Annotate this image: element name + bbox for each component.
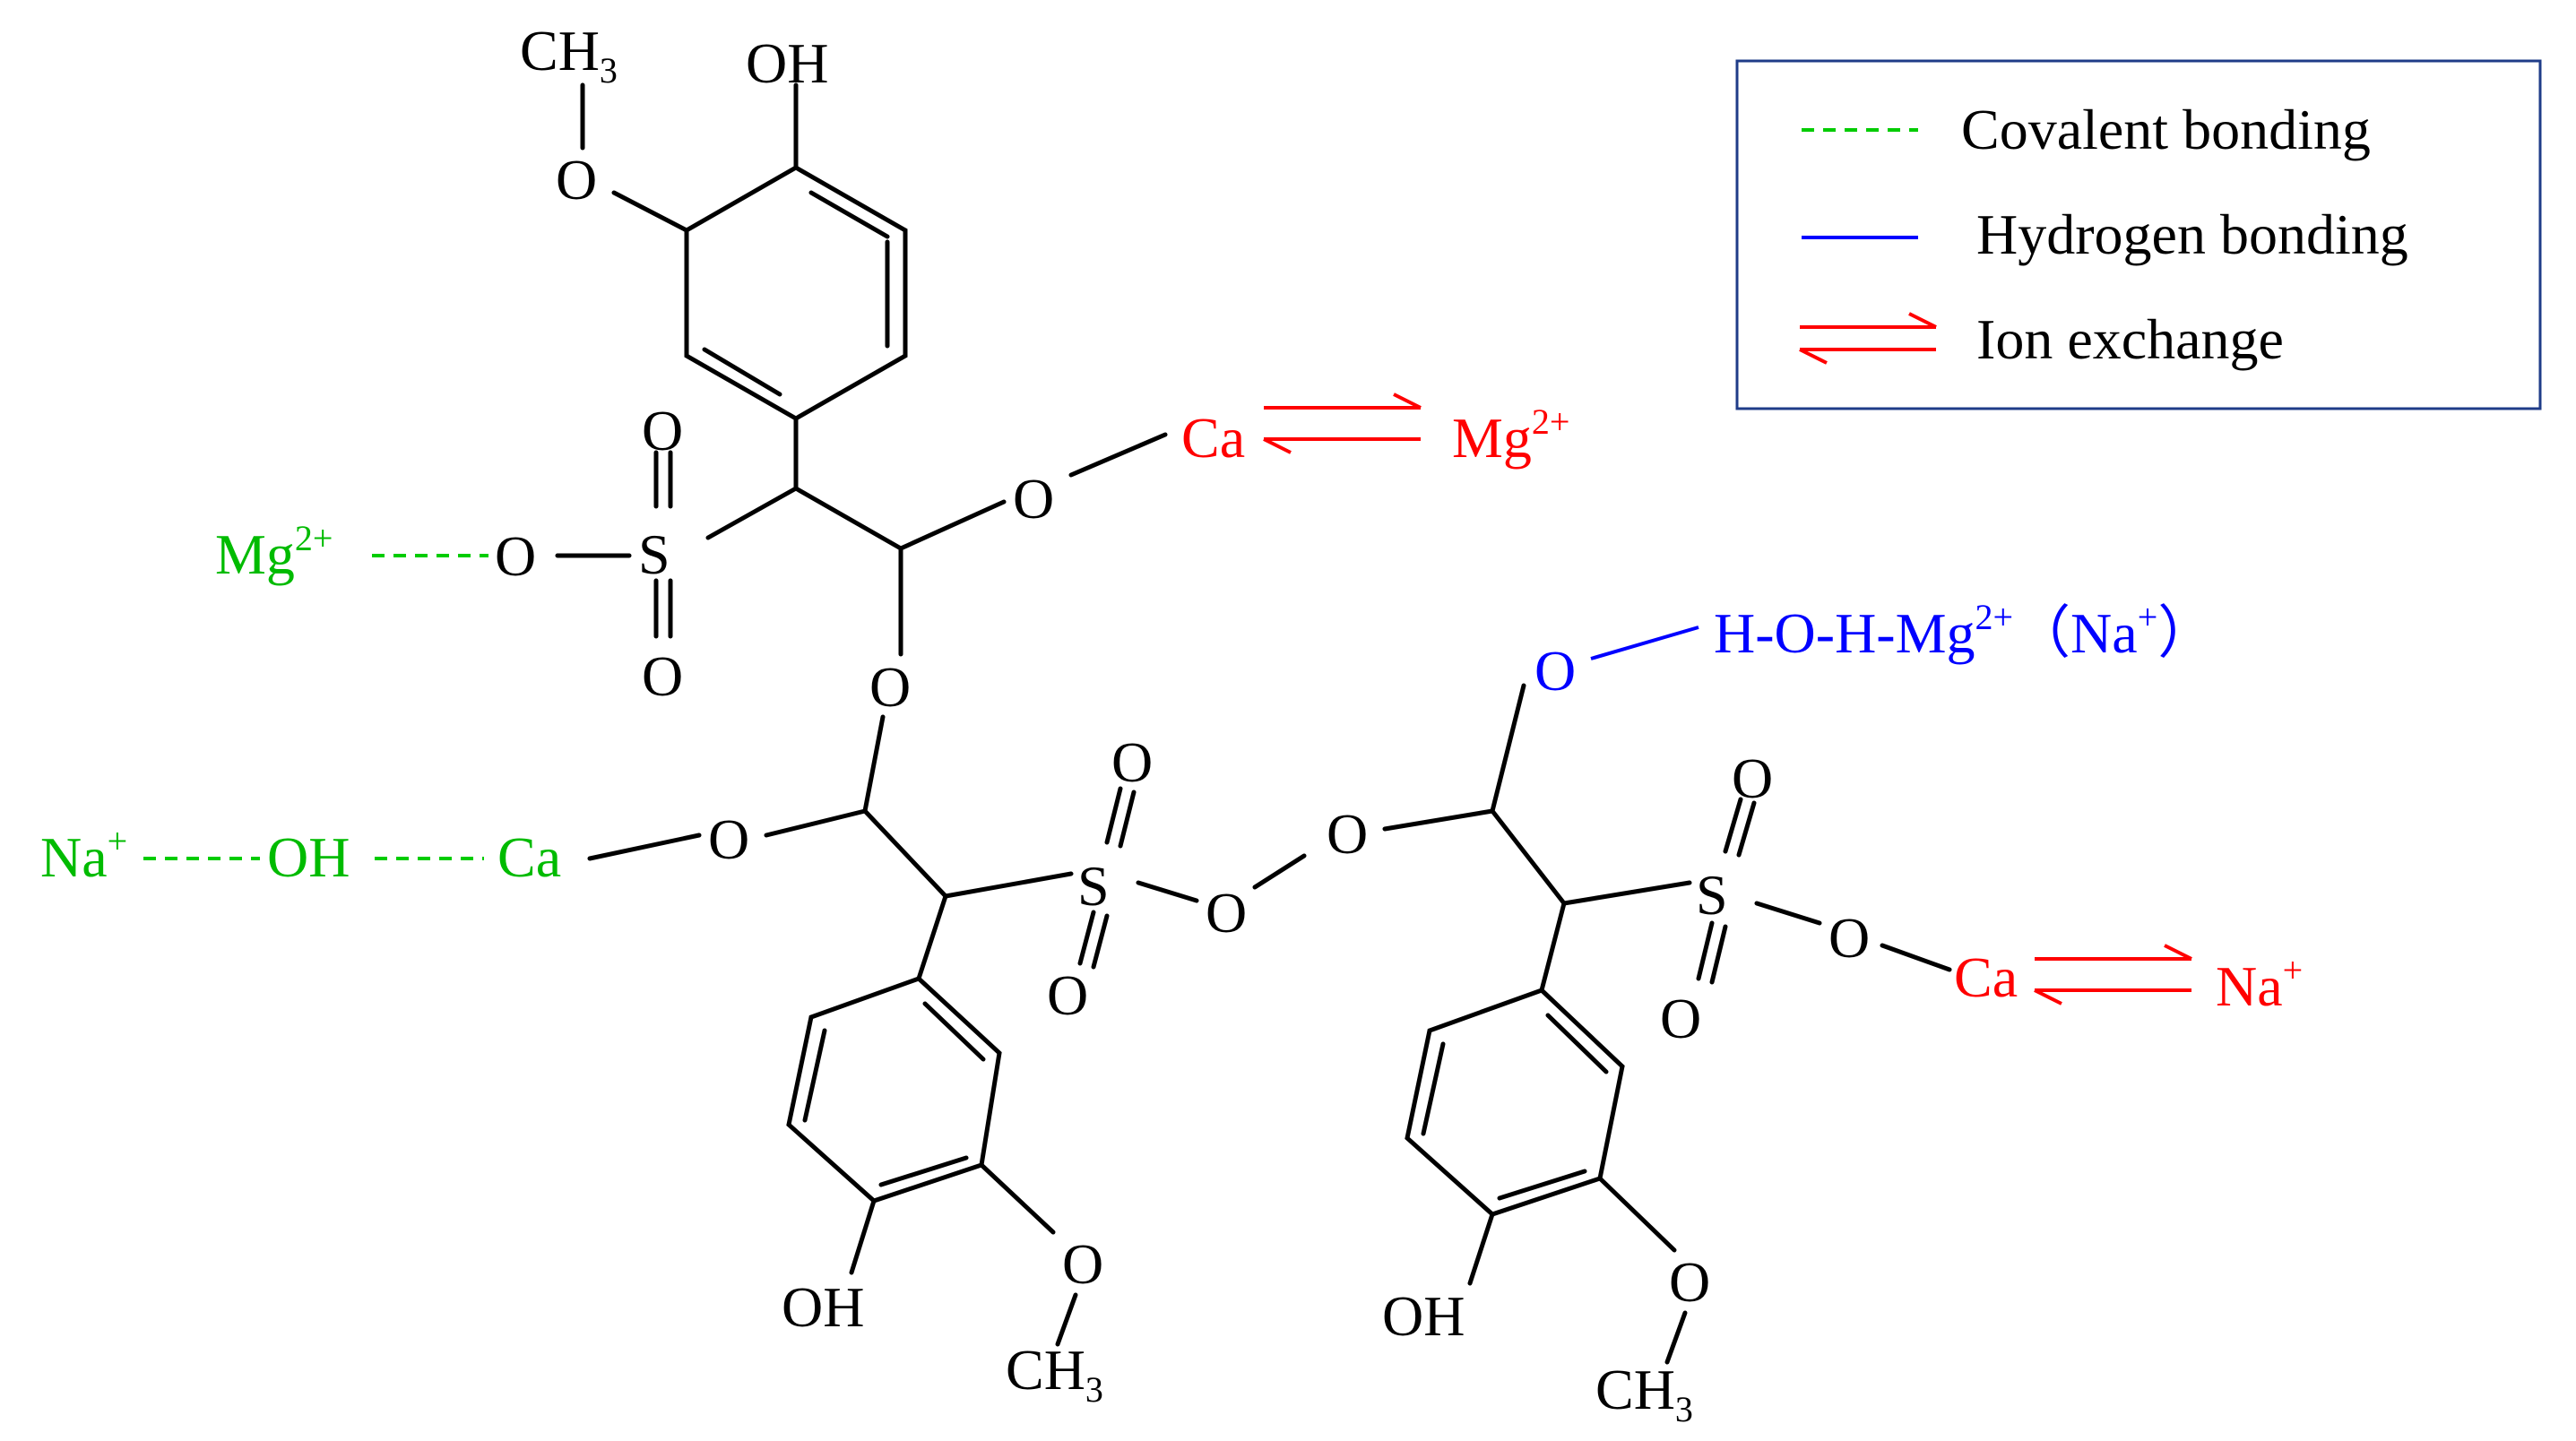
hydrated-mg-label: H-O-H-Mg2+（Na+）	[1714, 597, 2215, 665]
na-green: Na+	[40, 821, 127, 889]
bridge-bond-bottom	[862, 714, 886, 814]
na-right-red: Na+	[2216, 950, 2303, 1018]
ion-exchange-arrow-right	[2034, 944, 2192, 1005]
sulfur-1: S	[638, 522, 670, 586]
ca-right: Ca	[1954, 945, 2018, 1009]
o-to-ca-top: O	[1013, 467, 1054, 531]
s3-oxygen-right: O	[1828, 906, 1870, 970]
o-ca-bond-top	[1068, 432, 1168, 478]
to-ring3-bond	[1539, 901, 1567, 993]
ring2-oh: OH	[782, 1275, 864, 1339]
chain-to-o-ca-bond	[898, 499, 1007, 551]
top-methoxy-bond	[611, 190, 689, 233]
bottom-left-aromatic-ring	[786, 976, 1002, 1204]
top-methoxy-o: O	[556, 148, 597, 211]
s3-oxygen-bottom: O	[1660, 987, 1701, 1050]
peroxide-bond	[1252, 853, 1307, 890]
o-blue: O	[1534, 639, 1576, 703]
ring2-oh-bond	[849, 1198, 877, 1275]
ca-green: Ca	[497, 825, 561, 889]
right-chain-bond	[1490, 808, 1567, 906]
peroxide-to-carbon-bond	[1382, 808, 1495, 832]
ring2-methoxy-bond	[979, 1162, 1056, 1235]
top-aromatic-ring	[684, 165, 908, 421]
o-ca-green-bond	[587, 833, 702, 861]
ion-exchange-arrow-top	[1263, 393, 1422, 454]
ring3-oh-bond	[1467, 1212, 1495, 1286]
s1-oxygen-bottom: O	[642, 644, 683, 708]
to-ring2-bond	[916, 893, 948, 981]
ring3-methyl-bond	[1664, 1310, 1688, 1365]
peroxide-o1: O	[1206, 881, 1247, 945]
ca-top: Ca	[1181, 406, 1245, 470]
to-s3-bond	[1561, 880, 1692, 906]
top-oh-label: OH	[746, 31, 828, 95]
peroxide-o2: O	[1327, 802, 1368, 866]
top-methyl: CH3	[520, 19, 618, 91]
ring3-methyl: CH3	[1595, 1358, 1693, 1429]
mid-chain-bond	[862, 808, 948, 899]
ring3-oh: OH	[1382, 1284, 1465, 1348]
legend-hydrogen-label: Hydrogen bonding	[1976, 203, 2408, 266]
chain-bond-a	[793, 486, 903, 551]
legend-covalent-label: Covalent bonding	[1961, 98, 2371, 161]
sulfur-3: S	[1696, 863, 1728, 927]
mid-to-o-left-bond	[764, 808, 868, 838]
s3-to-o-bond	[1754, 901, 1822, 926]
mg-top-red: Mg2+	[1452, 401, 1569, 470]
s1-oxygen-top: O	[642, 399, 683, 462]
o-left-mid: O	[708, 807, 749, 871]
bridge-oxygen: O	[869, 655, 911, 719]
o-ca-bond-right	[1880, 943, 1952, 972]
oh-green: OH	[267, 825, 350, 889]
mg-ion-green: Mg2+	[215, 518, 333, 586]
bottom-right-aromatic-ring	[1405, 988, 1625, 1217]
s1-oxygen-left: O	[495, 524, 536, 588]
sulfur-2: S	[1077, 854, 1110, 918]
to-o-blue-bond	[1490, 683, 1526, 814]
legend-ion-swatch	[1799, 312, 1937, 365]
ring3-methoxy-bond	[1597, 1176, 1677, 1253]
legend-ion-label: Ion exchange	[1976, 307, 2284, 371]
ring2-methoxy-o: O	[1062, 1232, 1103, 1296]
s2-oxygen-top: O	[1111, 730, 1153, 794]
legend: Covalent bonding Hydrogen bonding Ion ex…	[1735, 59, 2542, 410]
s2-oxygen-bottom: O	[1047, 963, 1088, 1027]
to-s2-bond	[943, 871, 1074, 899]
chain-to-s1-bond	[705, 486, 799, 540]
s2-to-peroxide-bond	[1136, 880, 1199, 903]
ring3-methoxy-o: O	[1669, 1250, 1710, 1314]
ring2-methyl-bond	[1055, 1292, 1078, 1347]
hydrogen-bond-line	[1590, 626, 1699, 660]
legend-box	[1735, 59, 2542, 410]
s3-oxygen-top: O	[1732, 746, 1773, 810]
ring2-methyl: CH3	[1006, 1338, 1103, 1410]
